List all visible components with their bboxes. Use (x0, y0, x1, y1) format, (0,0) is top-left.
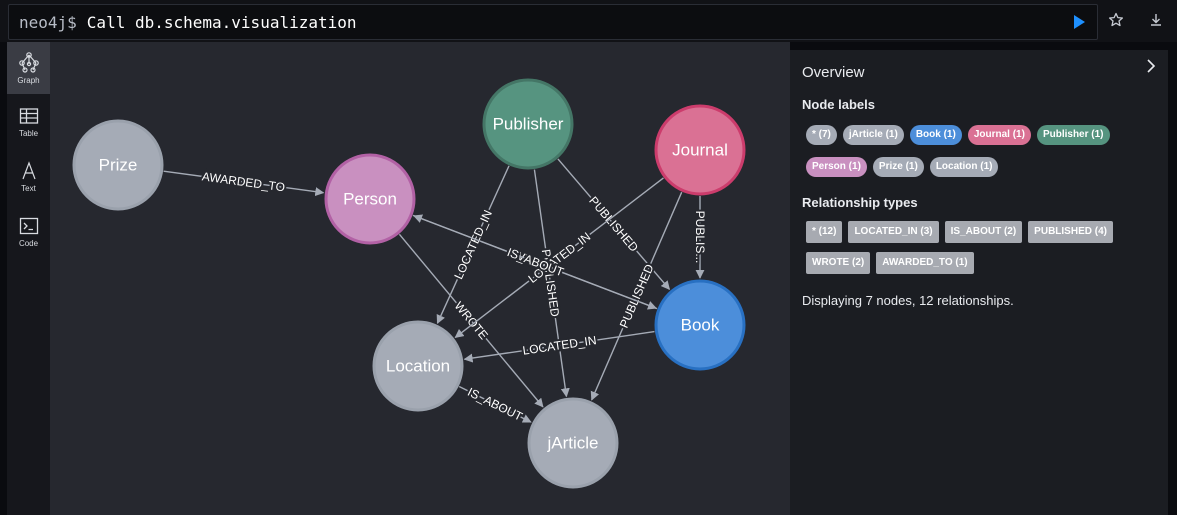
relationship-line[interactable] (557, 158, 671, 290)
tab-graph-label: Graph (17, 76, 40, 85)
node-circle[interactable] (72, 119, 164, 211)
text-icon (21, 161, 36, 180)
relationship-line[interactable] (163, 170, 325, 197)
node-label: Publisher (493, 115, 564, 134)
relationship-line[interactable] (458, 385, 532, 423)
graph-icon (18, 52, 39, 73)
relationship-type-chip[interactable]: PUBLISHED (4) (1028, 221, 1113, 243)
relationship-types-title: Relationship types (802, 195, 918, 210)
node-label: Person (343, 190, 397, 209)
relationship-type-chip[interactable]: * (12) (806, 221, 843, 243)
node-label-chip[interactable]: jArticle (1) (842, 125, 904, 145)
relationship-line[interactable] (533, 169, 570, 398)
download-icon[interactable] (1148, 12, 1164, 28)
relationship-label: IS_ABOUT (465, 385, 525, 424)
query-text[interactable]: Call db.schema.visualization (86, 13, 357, 32)
node-location[interactable]: Location (372, 320, 464, 412)
node-person[interactable]: Person (324, 153, 416, 245)
relationship-line[interactable] (454, 177, 664, 338)
node-label-chip[interactable]: Prize (1) (872, 157, 924, 177)
node-label: Journal (672, 141, 728, 160)
tab-text[interactable]: Text (7, 152, 50, 204)
tab-code[interactable]: Code (7, 207, 50, 259)
run-icon[interactable] (1071, 14, 1087, 30)
node-label-chip[interactable]: Publisher (1) (1036, 125, 1110, 145)
code-icon (19, 217, 38, 235)
overview-title: Overview (802, 64, 865, 81)
node-label: Prize (99, 156, 138, 175)
node-label-chip[interactable]: * (7) (806, 125, 837, 145)
relationship[interactable]: LOCATED_IN (436, 165, 510, 325)
relationship-label: LOCATED_IN (522, 333, 598, 358)
node-label-chip[interactable]: Person (1) (806, 157, 867, 177)
tab-table-label: Table (18, 129, 39, 138)
tab-table[interactable]: Table (7, 97, 50, 149)
relationship[interactable]: LOCATED_IN (463, 330, 655, 363)
node-journal[interactable]: Journal (654, 104, 746, 196)
node-book[interactable]: Book (654, 279, 746, 371)
relationship-line[interactable] (590, 191, 683, 401)
node-circle[interactable] (654, 104, 746, 196)
star-icon[interactable] (1108, 12, 1124, 28)
relationship-label: AWARDED_TO (201, 169, 286, 194)
node-label: jArticle (546, 434, 598, 453)
node-label: Location (386, 357, 450, 376)
graph-canvas[interactable]: AWARDED_TOWROTEWROTELOCATED_INPUBLISHEDP… (50, 42, 790, 515)
node-labels-list: * (7)jArticle (1)Book (1)Journal (1)Publ… (806, 124, 1156, 188)
node-label-chip[interactable]: Book (1) (909, 125, 962, 145)
tab-graph[interactable]: Graph (7, 42, 50, 94)
relationship-type-chip[interactable]: LOCATED_IN (3) (848, 221, 939, 243)
node-circle[interactable] (324, 153, 416, 245)
relationship-label: PUBLISHED (586, 194, 641, 255)
relationship-type-chip[interactable]: IS_ABOUT (2) (944, 221, 1023, 243)
relationship-line[interactable] (413, 214, 658, 310)
editor-bar: neo4j$ Call db.schema.visualization (0, 0, 1177, 42)
node-circle[interactable] (372, 320, 464, 412)
relationship[interactable]: AWARDED_TO (163, 167, 325, 197)
node-circle[interactable] (482, 78, 574, 170)
table-icon (19, 108, 38, 124)
relationship-label: PUBLIS... (693, 211, 707, 264)
relationship[interactable]: PUBLISHED (533, 169, 570, 398)
node-label: Book (681, 316, 720, 335)
tab-code-label: Code (18, 239, 39, 248)
relationship[interactable]: PUBLIS... (691, 196, 709, 279)
relationship-type-chip[interactable]: AWARDED_TO (1) (876, 252, 974, 274)
node-circle[interactable] (527, 397, 619, 489)
node-labels-title: Node labels (802, 97, 875, 112)
node-jarticle[interactable]: jArticle (527, 397, 619, 489)
query-editor[interactable]: neo4j$ Call db.schema.visualization (8, 4, 1098, 40)
view-switcher: Graph Table Text Code (7, 42, 50, 515)
relationship[interactable]: IS_ABOUT (458, 383, 532, 426)
schema-graph[interactable]: AWARDED_TOWROTEWROTELOCATED_INPUBLISHEDP… (50, 42, 790, 515)
tab-text-label: Text (21, 184, 36, 193)
node-publisher[interactable]: Publisher (482, 78, 574, 170)
relationship-type-chip[interactable]: WROTE (2) (806, 252, 871, 274)
graph-summary: Displaying 7 nodes, 12 relationships. (802, 293, 1014, 308)
relationship-line[interactable] (463, 330, 655, 363)
node-prize[interactable]: Prize (72, 119, 164, 211)
editor-prompt: neo4j$ (19, 13, 77, 32)
relationship-line[interactable] (398, 233, 544, 408)
relationship-line[interactable] (436, 165, 510, 325)
node-label-chip[interactable]: Location (1) (929, 157, 999, 177)
node-circle[interactable] (654, 279, 746, 371)
relationship-types-list: * (12)LOCATED_IN (3)IS_ABOUT (2)PUBLISHE… (806, 221, 1156, 283)
overview-panel: Overview Node labels * (7)jArticle (1)Bo… (790, 50, 1168, 515)
chevron-right-icon[interactable] (1144, 58, 1158, 74)
node-label-chip[interactable]: Journal (1) (967, 125, 1031, 145)
